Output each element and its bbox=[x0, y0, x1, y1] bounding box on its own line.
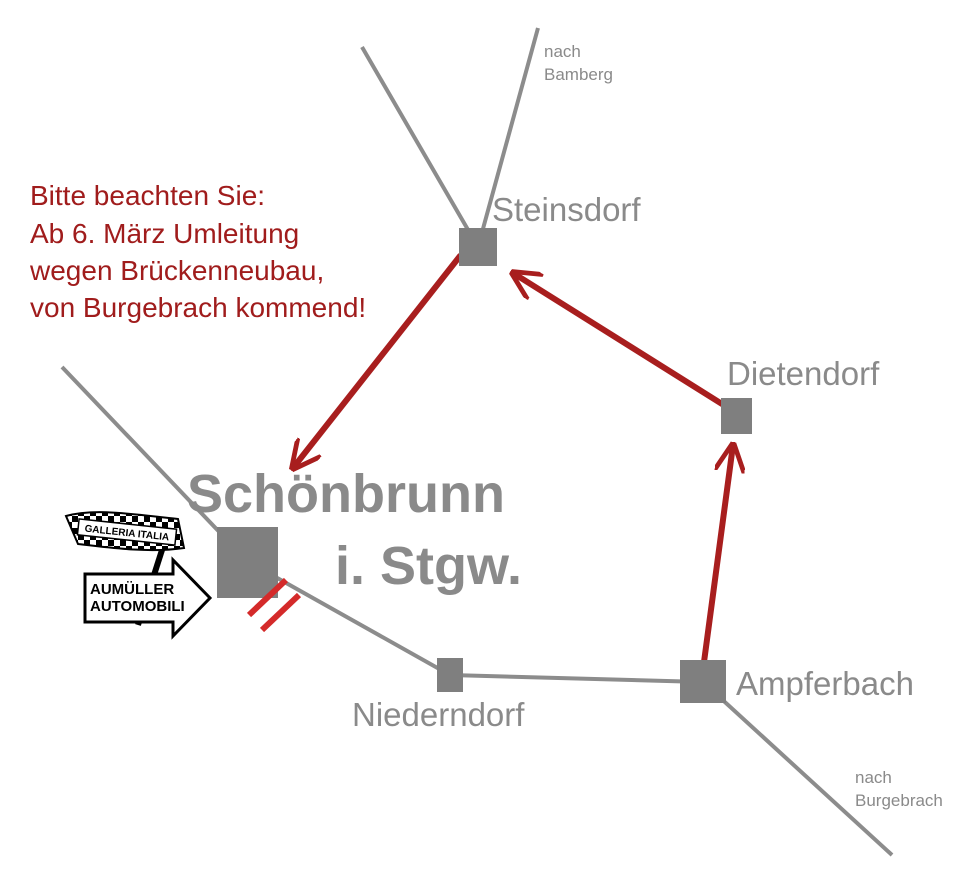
road-closure-marker bbox=[246, 577, 302, 633]
town-marker-dietendorf bbox=[721, 398, 752, 434]
road-to-burgebrach bbox=[701, 680, 894, 857]
road-network bbox=[60, 27, 894, 857]
town-markers bbox=[217, 228, 752, 703]
notice-line-4: von Burgebrach kommend! bbox=[30, 292, 366, 323]
town-marker-schoenbrunn bbox=[217, 527, 278, 598]
label-ampferbach: Ampferbach bbox=[736, 665, 914, 702]
label-nach-burgebrach-2: Burgebrach bbox=[855, 791, 943, 810]
label-schoenbrunn: Schönbrunn bbox=[187, 464, 505, 524]
closure-bar-1 bbox=[246, 577, 289, 618]
detour-steinsdorf-schoenbrunn bbox=[293, 253, 463, 468]
galleria-italia-logo: GALLERIA ITALIA AUMÜLLER AUTOMOBILI bbox=[64, 511, 213, 640]
road-schoenbrunn-west bbox=[60, 365, 249, 563]
label-nach-bamberg-1: nach bbox=[544, 42, 581, 61]
label-niederndorf: Niederndorf bbox=[352, 696, 525, 733]
detour-ampferbach-dietendorf bbox=[701, 445, 733, 665]
detour-notice: Bitte beachten Sie: Ab 6. März Umleitung… bbox=[29, 180, 366, 323]
closure-bar-2 bbox=[259, 592, 302, 633]
label-steinsdorf: Steinsdorf bbox=[492, 191, 641, 228]
sign-line-1: AUMÜLLER bbox=[90, 581, 174, 598]
label-dietendorf: Dietendorf bbox=[727, 355, 880, 392]
road-to-bamberg bbox=[476, 27, 540, 248]
notice-line-2: Ab 6. März Umleitung bbox=[30, 218, 299, 249]
road-niederndorf-ampferbach bbox=[449, 673, 704, 684]
detour-dietendorf-steinsdorf bbox=[513, 273, 725, 407]
flag-banner bbox=[76, 518, 178, 546]
arrow-sign-icon bbox=[83, 556, 213, 640]
label-nach-burgebrach-1: nach bbox=[855, 768, 892, 787]
label-schoenbrunn-suffix: i. Stgw. bbox=[335, 536, 522, 596]
road-steinsdorf-northwest bbox=[360, 45, 480, 249]
town-marker-steinsdorf bbox=[459, 228, 497, 266]
road-schoenbrunn-niederndorf bbox=[246, 559, 451, 677]
town-marker-niederndorf bbox=[437, 658, 463, 692]
notice-line-1: Bitte beachten Sie: bbox=[30, 180, 265, 211]
label-nach-bamberg-2: Bamberg bbox=[544, 65, 613, 84]
sign-line-2: AUTOMOBILI bbox=[90, 598, 185, 615]
notice-line-3: wegen Brückenneubau, bbox=[29, 255, 324, 286]
detour-route bbox=[293, 253, 733, 665]
town-marker-ampferbach bbox=[680, 660, 726, 703]
